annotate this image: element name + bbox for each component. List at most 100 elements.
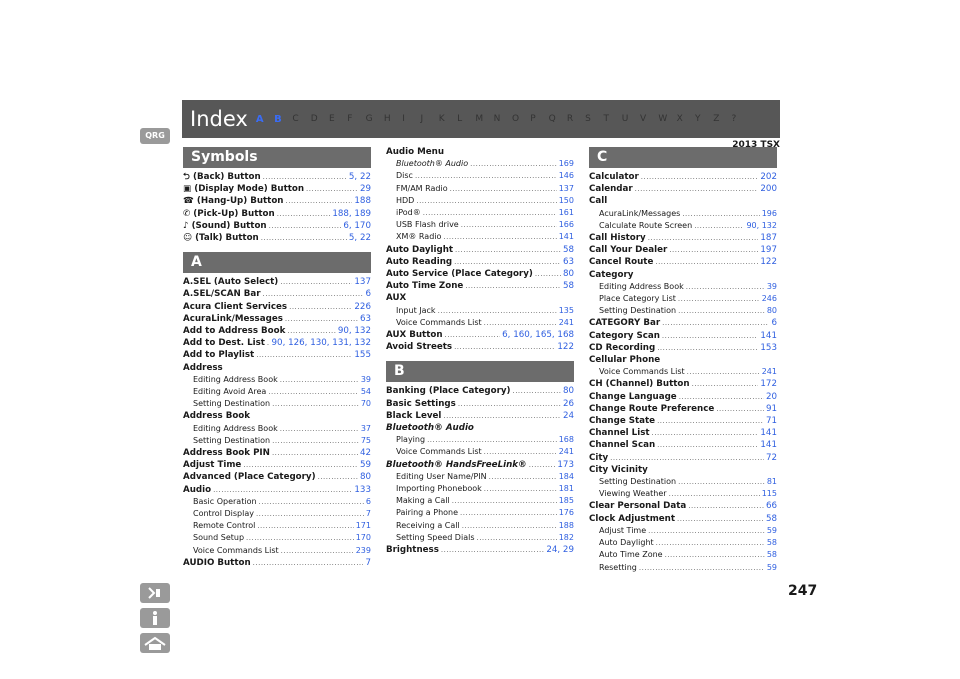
page-link[interactable]: 122: [760, 257, 777, 268]
page-link[interactable]: 91: [765, 403, 777, 414]
page-link[interactable]: 5, 22: [348, 233, 371, 244]
page-link[interactable]: 59: [766, 525, 777, 535]
index-entry[interactable]: A.SEL/SCAN Bar6: [183, 288, 371, 300]
index-entry[interactable]: ⮌ (Back) Button5, 22: [183, 171, 371, 183]
page-link[interactable]: 246: [761, 294, 777, 304]
index-entry[interactable]: Auto Daylight58: [386, 244, 574, 256]
index-entry[interactable]: ☺ (Talk) Button5, 22: [183, 232, 371, 244]
index-entry[interactable]: USB Flash drive166: [386, 219, 574, 231]
index-entry[interactable]: Basic Settings26: [386, 398, 574, 410]
page-link[interactable]: 115: [761, 489, 777, 499]
index-entry[interactable]: Setting Destination81: [589, 476, 777, 488]
index-entry[interactable]: A.SEL (Auto Select)137: [183, 276, 371, 288]
page-link[interactable]: 24: [562, 410, 574, 421]
index-entry[interactable]: Input Jack135: [386, 305, 574, 317]
index-entry[interactable]: Sound Setup170: [183, 532, 371, 544]
index-entry[interactable]: CD Recording153: [589, 342, 777, 354]
page-link[interactable]: 161: [558, 208, 574, 218]
index-entry[interactable]: Pairing a Phone176: [386, 507, 574, 519]
page-link[interactable]: 63: [562, 256, 574, 267]
page-link[interactable]: 155: [354, 350, 371, 361]
letter-tab-y[interactable]: Y: [694, 114, 701, 124]
page-link[interactable]: 58: [766, 538, 777, 548]
index-entry[interactable]: Clock Adjustment58: [589, 513, 777, 525]
page-link[interactable]: 188: [558, 520, 574, 530]
index-entry[interactable]: ♪ (Sound) Button6, 170: [183, 220, 371, 232]
index-entry[interactable]: Adjust Time59: [183, 459, 371, 471]
page-link[interactable]: 80: [562, 386, 574, 397]
index-entry[interactable]: ☎ (Hang-Up) Button188: [183, 195, 371, 207]
letter-tab-k[interactable]: K: [438, 114, 445, 124]
letter-tab-n[interactable]: N: [493, 114, 501, 124]
index-entry[interactable]: Place Category List246: [589, 293, 777, 305]
page-link[interactable]: 185: [558, 496, 574, 506]
page-link[interactable]: 169: [558, 159, 574, 169]
page-link[interactable]: 70: [360, 399, 371, 409]
index-entry[interactable]: Editing Address Book39: [589, 281, 777, 293]
page-link[interactable]: 197: [760, 245, 777, 256]
page-link[interactable]: 171: [355, 521, 371, 531]
page-link[interactable]: 24, 29: [546, 545, 574, 556]
index-entry[interactable]: FM/AM Radio137: [386, 183, 574, 195]
letter-tab-r[interactable]: R: [566, 114, 574, 124]
letter-tab-d[interactable]: D: [310, 114, 318, 124]
page-link[interactable]: 184: [558, 471, 574, 481]
letter-tab-g[interactable]: G: [365, 114, 373, 124]
page-link[interactable]: 6, 170: [343, 220, 371, 231]
page-link[interactable]: 39: [766, 281, 777, 291]
index-entry[interactable]: Change State71: [589, 415, 777, 427]
page-link[interactable]: 239: [355, 545, 371, 555]
page-link[interactable]: 59: [359, 460, 371, 471]
page-link[interactable]: 58: [766, 550, 777, 560]
page-link[interactable]: 153: [760, 342, 777, 353]
page-link[interactable]: 6: [365, 289, 371, 300]
page-link[interactable]: 188: [354, 196, 371, 207]
index-entry[interactable]: Add to Playlist155: [183, 349, 371, 361]
index-entry[interactable]: Bluetooth® HandsFreeLink®173: [386, 459, 574, 471]
index-entry[interactable]: Making a Call185: [386, 495, 574, 507]
page-link[interactable]: 133: [354, 484, 371, 495]
letter-tab-j[interactable]: J: [420, 114, 424, 124]
index-entry[interactable]: Playing168: [386, 434, 574, 446]
page-link[interactable]: 226: [354, 301, 371, 312]
index-entry[interactable]: Audio133: [183, 484, 371, 496]
page-link[interactable]: 168: [558, 435, 574, 445]
page-link[interactable]: 170: [355, 533, 371, 543]
letter-tab-q[interactable]: Q: [548, 114, 556, 124]
letter-tab-v[interactable]: V: [640, 114, 647, 124]
letter-tab-e[interactable]: E: [329, 114, 335, 124]
page-link[interactable]: 59: [766, 562, 777, 572]
index-entry[interactable]: Avoid Streets122: [386, 341, 574, 353]
index-entry[interactable]: CATEGORY Bar6: [589, 317, 777, 329]
page-link[interactable]: 66: [765, 501, 777, 512]
index-entry[interactable]: Editing User Name/PIN184: [386, 471, 574, 483]
index-entry[interactable]: Advanced (Place Category)80: [183, 471, 371, 483]
index-entry[interactable]: XM® Radio141: [386, 231, 574, 243]
index-entry[interactable]: Black Level24: [386, 410, 574, 422]
index-entry[interactable]: Address Book PIN42: [183, 447, 371, 459]
index-entry[interactable]: Editing Avoid Area54: [183, 386, 371, 398]
index-entry[interactable]: Channel List141: [589, 427, 777, 439]
letter-tab-p[interactable]: P: [530, 114, 536, 124]
page-link[interactable]: 181: [558, 484, 574, 494]
page-link[interactable]: 150: [558, 195, 574, 205]
page-link[interactable]: 173: [557, 459, 574, 470]
index-entry[interactable]: City72: [589, 452, 777, 464]
index-entry[interactable]: Setting Destination75: [183, 435, 371, 447]
index-entry[interactable]: iPod®161: [386, 207, 574, 219]
letter-tab-s[interactable]: S: [585, 114, 591, 124]
letter-tab-z[interactable]: Z: [713, 114, 720, 124]
page-link[interactable]: 63: [359, 313, 371, 324]
page-link[interactable]: 141: [760, 330, 777, 341]
page-link[interactable]: 39: [360, 374, 371, 384]
page-link[interactable]: 188, 189: [332, 208, 371, 219]
letter-tab-w[interactable]: W: [658, 114, 668, 124]
letter-tab-x[interactable]: X: [676, 114, 683, 124]
page-link[interactable]: 122: [557, 342, 574, 353]
index-entry[interactable]: Auto Time Zone58: [589, 549, 777, 561]
page-link[interactable]: 80: [766, 306, 777, 316]
index-entry[interactable]: Receiving a Call188: [386, 520, 574, 532]
page-link[interactable]: 90, 126, 130, 131, 132: [271, 338, 371, 349]
voice-icon[interactable]: [140, 583, 170, 603]
page-link[interactable]: 20: [765, 391, 777, 402]
